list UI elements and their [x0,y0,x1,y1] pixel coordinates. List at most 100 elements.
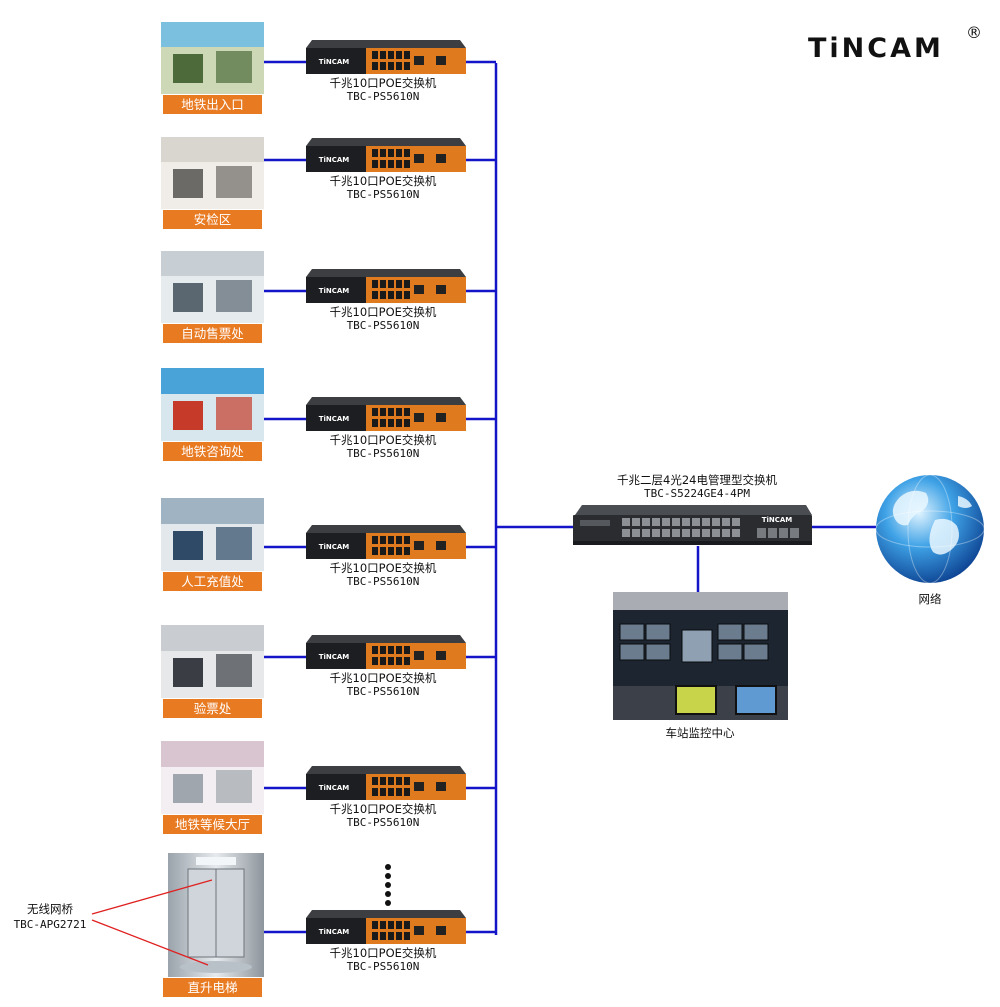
location-label: 人工充值处 [181,574,244,589]
switch-name: 千兆10口POE交换机 [330,76,437,90]
registered-mark: ® [966,23,982,42]
switch-badge: TiNCAM [319,287,350,295]
location-label: 地铁等候大厅 [175,817,250,832]
core-switch-name: 千兆二层4光24电管理型交换机 [617,473,777,487]
core-port [732,529,740,537]
switch-model: TBC-PS5610N [347,960,420,973]
core-switch: 千兆二层4光24电管理型交换机 TBC-S5224GE4-4PM TiNCAM [573,473,812,545]
location-photo [161,741,264,814]
location-rows: 地铁出入口TiNCAM千兆10口POE交换机TBC-PS5610N安检区TiNC… [161,22,496,997]
switch-model: TBC-PS5610N [347,575,420,588]
core-port [712,529,720,537]
core-port [652,529,660,537]
core-port [722,529,730,537]
core-sfp-port [790,528,799,538]
location-label: 地铁出入口 [181,97,244,112]
monitor-center-label: 车站监控中心 [666,726,735,740]
core-port [712,518,720,526]
core-sfp-port [757,528,766,538]
core-port [652,518,660,526]
switch-badge: TiNCAM [319,653,350,661]
switch-model: TBC-PS5610N [347,816,420,829]
core-port [672,529,680,537]
core-port [682,518,690,526]
location-label: 直升电梯 [187,980,237,995]
wireless-bridge-model: TBC-APG2721 [14,918,87,931]
switch-name: 千兆10口POE交换机 [330,561,437,575]
core-switch-badge: TiNCAM [762,516,793,524]
switch-model: TBC-PS5610N [347,319,420,332]
location-photo [161,498,264,571]
switch-badge: TiNCAM [319,415,350,423]
core-port [622,529,630,537]
core-sfp-port [768,528,777,538]
wireless-bridge-name: 无线网桥 [27,902,73,916]
core-port [672,518,680,526]
core-port [642,529,650,537]
core-port [632,529,640,537]
switch-badge: TiNCAM [319,156,350,164]
location-label: 安检区 [194,212,232,227]
switch-model: TBC-PS5610N [347,447,420,460]
core-port [662,518,670,526]
switch-badge: TiNCAM [319,928,350,936]
monitor-center-photo: 车站监控中心 [613,592,788,740]
core-port [732,518,740,526]
location-photo [161,368,264,441]
switch-badge: TiNCAM [319,543,350,551]
switch-badge: TiNCAM [319,58,350,66]
switch-badge: TiNCAM [319,784,350,792]
switch-name: 千兆10口POE交换机 [330,174,437,188]
tincam-logo: TiNCAM ® [808,23,982,64]
switch-model: TBC-PS5610N [347,188,420,201]
switch-model: TBC-PS5610N [347,685,420,698]
core-port [622,518,630,526]
switch-name: 千兆10口POE交换机 [330,671,437,685]
switch-name: 千兆10口POE交换机 [330,433,437,447]
core-port [632,518,640,526]
location-label: 验票处 [194,701,232,716]
location-label: 地铁咨询处 [181,444,244,459]
poe-switch: TiNCAM 千兆10口POE交换机TBC-PS5610N [306,766,466,829]
location-photo [161,22,264,94]
location-photo [168,853,264,977]
more-switches-dots [385,864,391,906]
core-port [662,529,670,537]
core-port [692,529,700,537]
core-port [722,518,730,526]
core-port [682,529,690,537]
location-photo [161,251,264,323]
location-label: 自动售票处 [181,326,244,341]
location-photo [161,625,264,698]
switch-name: 千兆10口POE交换机 [330,802,437,816]
core-port [702,529,710,537]
core-port [642,518,650,526]
core-port [692,518,700,526]
core-sfp-port [779,528,788,538]
switch-name: 千兆10口POE交换机 [330,305,437,319]
network-label: 网络 [919,592,942,606]
logo-text: TiNCAM [808,33,944,64]
location-photo [161,137,264,209]
core-switch-model: TBC-S5224GE4-4PM [644,487,750,500]
globe-icon: 网络 [876,475,984,606]
core-status-leds [580,520,610,526]
core-port [702,518,710,526]
switch-name: 千兆10口POE交换机 [330,946,437,960]
